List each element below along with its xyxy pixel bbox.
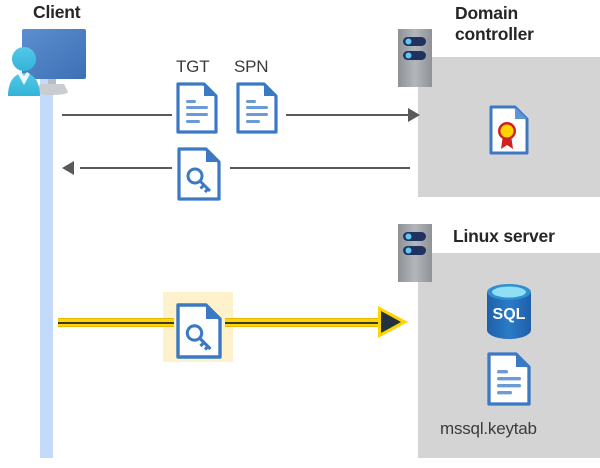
- server-rack-icon: [398, 29, 432, 87]
- key-document-icon: [176, 303, 222, 359]
- spn-label: SPN: [234, 57, 269, 76]
- svg-text:SQL: SQL: [493, 306, 526, 323]
- spn-document-icon: [236, 82, 278, 134]
- page-title-linux-server: Linux server: [453, 226, 555, 246]
- flow-line-dc-to-client-right: [230, 167, 410, 169]
- key-document-icon: [177, 147, 221, 201]
- sql-database-icon: SQL: [484, 283, 534, 339]
- domain-controller-title-line1: Domain: [455, 3, 518, 23]
- client-lifeline: [40, 72, 53, 458]
- flow-line-client-to-linux-left: [58, 318, 174, 327]
- tgt-document-icon: [176, 82, 218, 134]
- flow-line-client-to-linux-right: [225, 318, 383, 327]
- arrowhead-right-icon: [408, 108, 420, 122]
- client-workstation-icon: [2, 24, 98, 104]
- page-title-domain-controller: Domain controller: [455, 3, 595, 45]
- flow-line-dc-to-client-left: [80, 167, 172, 169]
- domain-controller-title-line2: controller: [455, 24, 534, 44]
- flow-line-client-to-dc-left: [62, 114, 172, 116]
- tgt-label: TGT: [176, 57, 210, 76]
- page-title-client: Client: [33, 2, 81, 22]
- keytab-document-icon: [487, 352, 531, 406]
- flow-line-client-to-dc-right: [286, 114, 410, 116]
- arrowhead-left-icon: [62, 161, 74, 175]
- keytab-filename-caption: mssql.keytab: [440, 419, 537, 438]
- certificate-document-icon: [489, 105, 529, 155]
- arrowhead-right-yellow-inner-icon: [381, 311, 401, 333]
- server-rack-icon: [398, 224, 432, 282]
